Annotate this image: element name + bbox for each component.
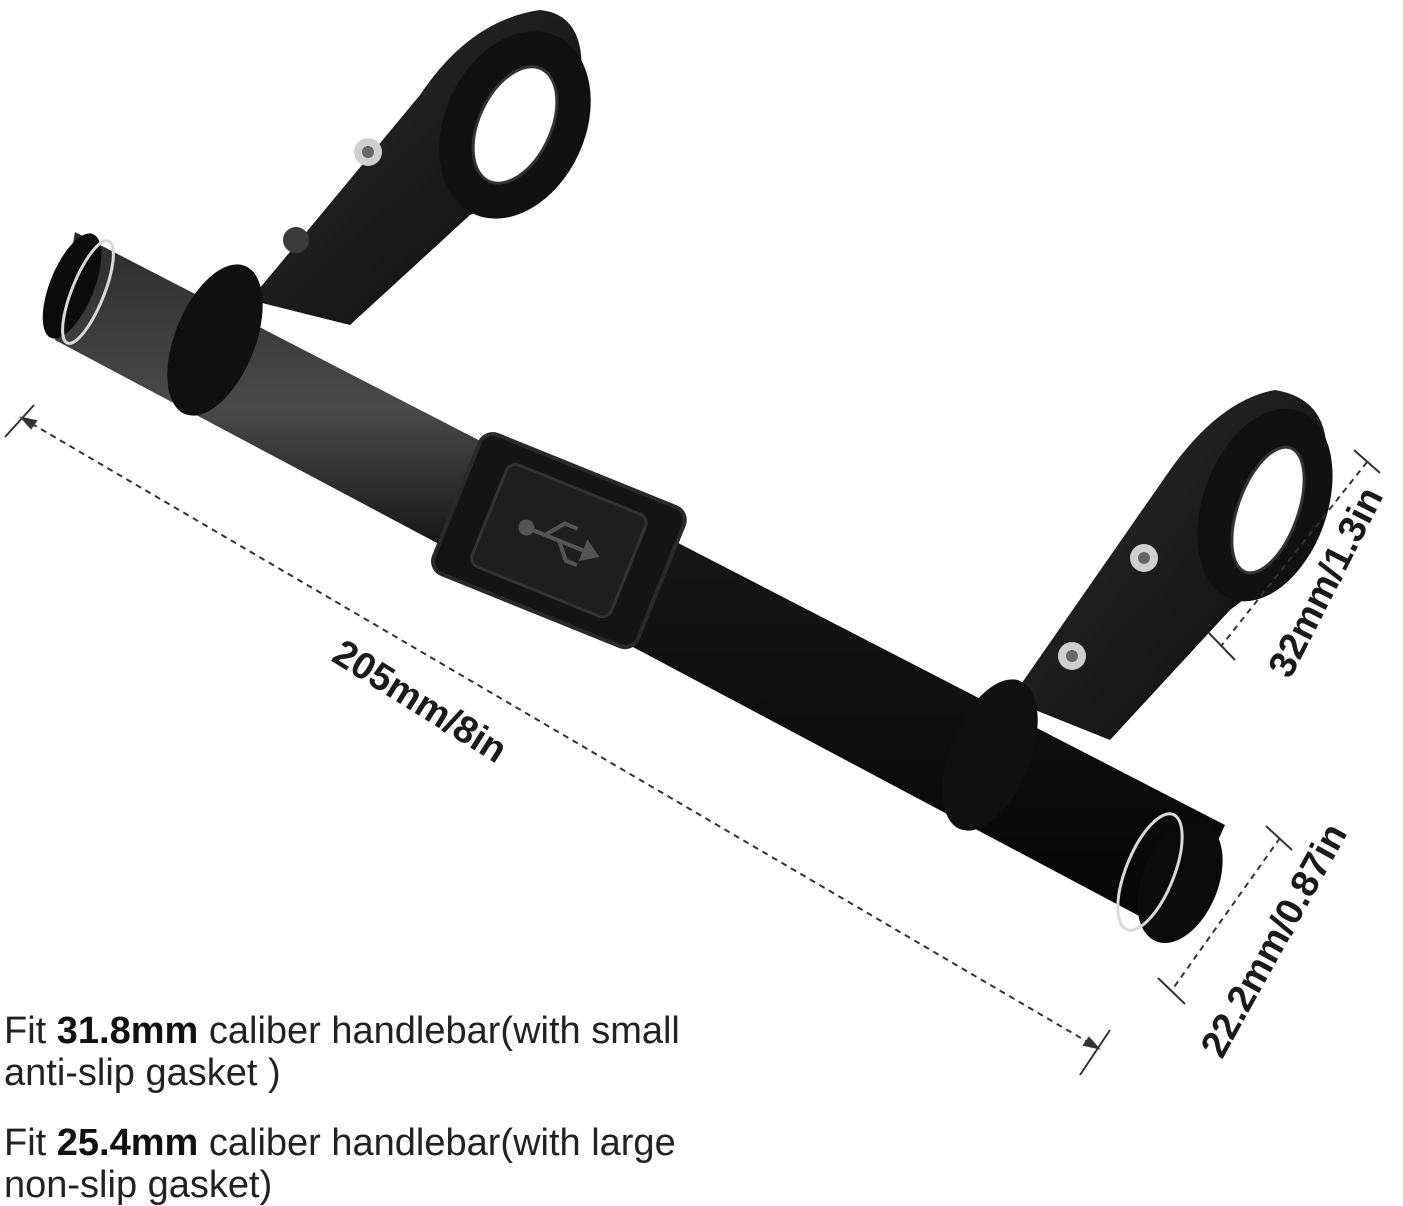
tube-collar-left: [167, 264, 263, 416]
length-dimension: [4, 404, 1111, 1076]
fit-note-size: 31.8mm: [56, 1010, 199, 1052]
fit-note-size: 25.4mm: [56, 1122, 199, 1164]
clamp-diameter-dimension: [1207, 449, 1381, 661]
usb-port-cover: [431, 432, 687, 650]
fit-note-line2: non-slip gasket): [4, 1164, 273, 1206]
rear-clamp-arm: [250, 10, 591, 325]
fit-note-31-8mm: Fit 31.8mm caliber handlebar(with small …: [4, 1010, 764, 1094]
hex-bolt-icon: [1058, 642, 1086, 670]
hex-bolt-icon: [354, 138, 382, 166]
tube-diameter-dimension: [1157, 825, 1293, 1005]
hex-bolt-icon: [1130, 544, 1158, 572]
fit-note-suffix: caliber handlebar(with small: [198, 1010, 680, 1052]
front-clamp-arm: [1010, 390, 1333, 740]
fit-note-prefix: Fit: [4, 1122, 57, 1164]
fit-note-line2: anti-slip gasket ): [4, 1052, 281, 1094]
fit-note-25-4mm: Fit 25.4mm caliber handlebar(with large …: [4, 1122, 764, 1206]
tube-end-cap-right: [1137, 820, 1223, 944]
tube-collar-right: [942, 679, 1038, 831]
fit-note-prefix: Fit: [4, 1010, 57, 1052]
length-label: 205mm/8in: [325, 632, 514, 772]
usb-icon: [518, 519, 600, 568]
fit-note-suffix: caliber handlebar(with large: [198, 1122, 676, 1164]
